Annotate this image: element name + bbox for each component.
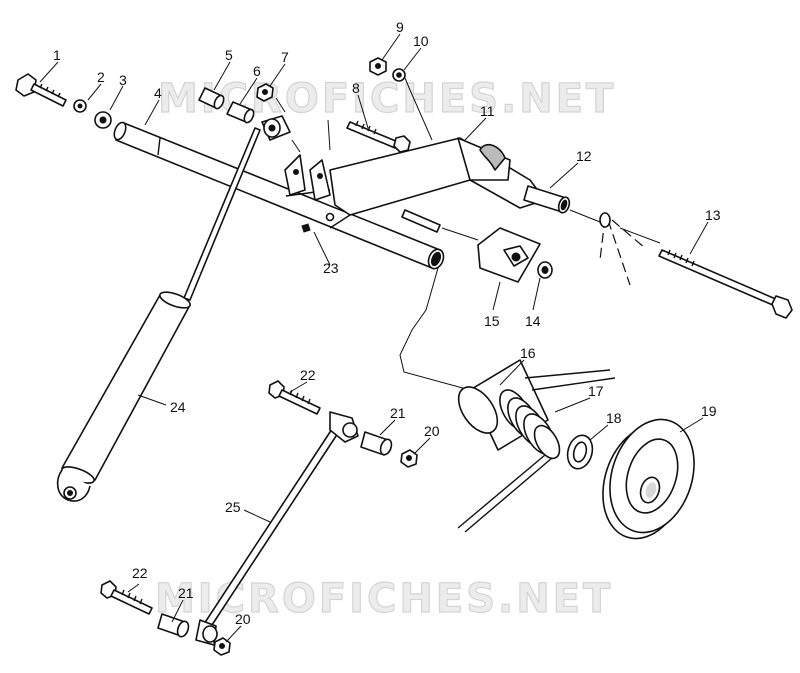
callout-21-bottom: 21 — [178, 585, 194, 601]
callout-6: 6 — [253, 63, 261, 79]
callout-17: 17 — [588, 383, 604, 399]
callout-9: 9 — [396, 19, 404, 35]
callout-8: 8 — [352, 80, 360, 96]
washer-3-hole — [99, 116, 107, 124]
nut-20-top — [400, 449, 418, 468]
bolt-22-top — [268, 380, 321, 415]
nut-9 — [369, 57, 387, 76]
callout-5: 5 — [225, 47, 233, 63]
mount-bracket — [284, 154, 331, 201]
callout-23: 23 — [323, 260, 339, 276]
bushing-21-bottom — [157, 613, 190, 638]
callout-18: 18 — [606, 410, 622, 426]
callout-1: 1 — [53, 47, 61, 63]
leader-9-10 — [404, 77, 433, 141]
long-bolt-13 — [658, 249, 793, 319]
callout-10: 10 — [413, 33, 429, 49]
align-line-13 — [569, 209, 661, 244]
fitting-23 — [301, 212, 335, 233]
callout-2: 2 — [97, 69, 105, 85]
callout-3: 3 — [119, 72, 127, 88]
callout-21-top: 21 — [390, 405, 406, 421]
callout-13: 13 — [705, 207, 721, 223]
callout-22-bottom: 22 — [132, 565, 148, 581]
leader-lines — [39, 33, 709, 643]
callout-20-top: 20 — [424, 423, 440, 439]
callout-16: 16 — [520, 345, 536, 361]
callout-11: 11 — [480, 103, 495, 119]
torsion-spring-17 — [457, 389, 561, 533]
idler-wheel-19 — [602, 418, 695, 540]
block-15 — [477, 227, 541, 283]
spacer-5 — [198, 87, 225, 110]
callout-14: 14 — [525, 313, 541, 329]
bolt-1 — [15, 73, 67, 107]
callout-24: 24 — [170, 399, 186, 415]
leader-bracket — [291, 119, 331, 153]
bushing-21-top — [360, 431, 393, 456]
bolt-8 — [346, 120, 411, 153]
callout-20-bottom: 20 — [235, 611, 251, 627]
nut-20-bottom — [213, 637, 231, 656]
washer-18 — [566, 434, 594, 470]
callout-15: 15 — [484, 313, 500, 329]
bolt-22-bottom — [100, 580, 153, 615]
callout-7: 7 — [281, 49, 289, 65]
washer-10-hole — [396, 72, 402, 78]
bushing-12 — [523, 185, 571, 214]
bushing-6 — [226, 101, 255, 124]
callout-12: 12 — [576, 148, 592, 164]
shock-absorber-24 — [56, 115, 291, 502]
watermark-top: MICROFICHES.NET — [158, 76, 616, 122]
callout-19: 19 — [701, 403, 717, 419]
callout-labels: 1 2 3 4 5 6 7 8 9 10 11 12 13 14 15 16 1… — [53, 19, 721, 627]
washer-14-hole — [541, 266, 549, 274]
leader-16-route — [399, 267, 471, 391]
callout-25: 25 — [225, 499, 241, 515]
callout-22-top: 22 — [300, 367, 316, 383]
swing-arm-11 — [285, 137, 546, 233]
washer-2-hole — [77, 103, 83, 109]
callout-4: 4 — [154, 85, 162, 101]
nut-7 — [256, 83, 274, 102]
dashed-spring-guide — [599, 212, 646, 286]
axle-tube-4 — [113, 121, 445, 270]
leader-7 — [275, 97, 286, 113]
leader-14-15 — [441, 227, 479, 241]
